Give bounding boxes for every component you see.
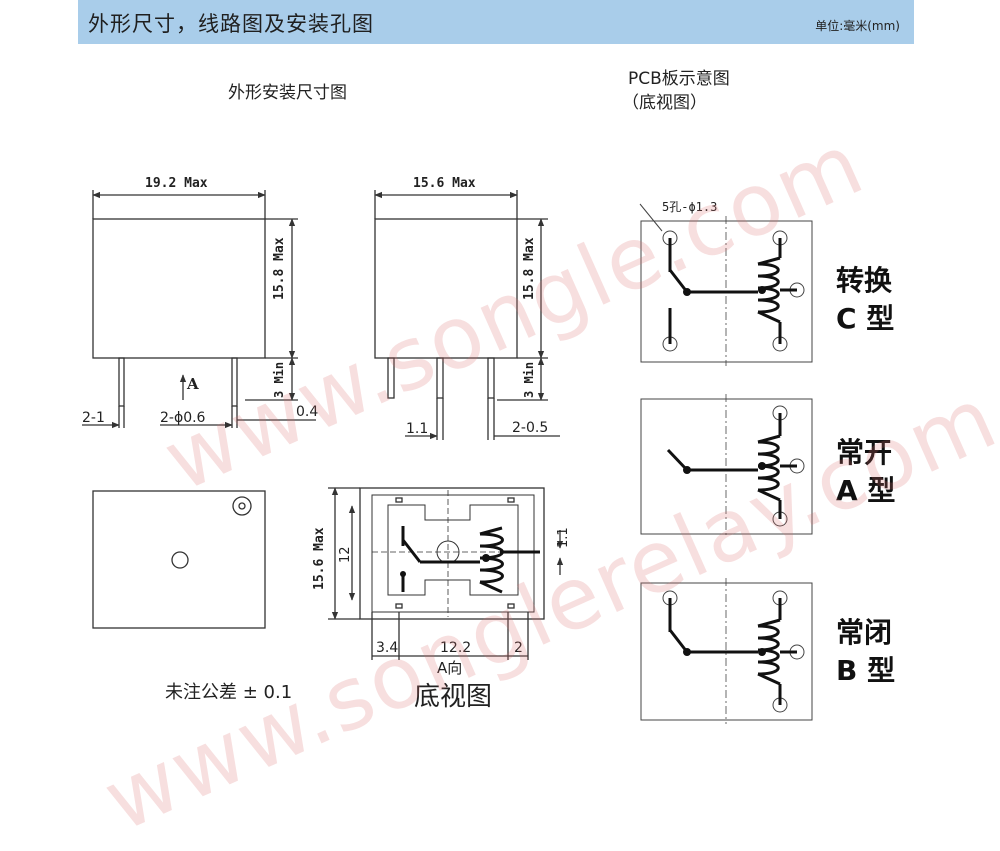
front-arrow-label: A bbox=[187, 375, 199, 393]
left-section-title: 外形安装尺寸图 bbox=[228, 83, 347, 103]
type-a-line1: 常开 bbox=[836, 436, 893, 469]
type-b-line2: B 型 bbox=[836, 654, 896, 687]
front-pin-right bbox=[231, 357, 238, 407]
front-pin-left bbox=[118, 357, 125, 407]
tolerance-label: 未注公差 ± 0.1 bbox=[165, 682, 293, 703]
side-pin-2 bbox=[436, 357, 444, 399]
top-view-body bbox=[92, 490, 266, 629]
side-width-label: 15.6 Max bbox=[413, 176, 476, 191]
side-pin-3 bbox=[487, 357, 495, 399]
type-c-label: 转换 C 型 bbox=[836, 262, 894, 338]
type-b-label: 常闭 B 型 bbox=[836, 614, 895, 690]
side-pin-1 bbox=[387, 357, 395, 399]
type-a-label: 常开 A 型 bbox=[836, 434, 895, 510]
bottom-height-label: 15.6 Max bbox=[312, 527, 327, 590]
front-pitch-label: 2-1 bbox=[82, 410, 105, 426]
type-b-line1: 常闭 bbox=[836, 616, 893, 649]
bottom-mid-label: 12.2 bbox=[440, 640, 472, 656]
side-view-body bbox=[374, 218, 518, 359]
bottom-view-outer bbox=[359, 487, 545, 620]
pcb-panels bbox=[639, 203, 813, 724]
right-section-title: PCB板示意图 bbox=[628, 69, 730, 89]
type-c-line2: C 型 bbox=[836, 302, 895, 335]
unit-label: 单位:毫米(mm) bbox=[815, 19, 900, 33]
header-title: 外形尺寸，线路图及安装孔图 bbox=[88, 12, 374, 36]
side-pin-a-label: 1.1 bbox=[406, 421, 429, 437]
bottom-inner-label: 12 bbox=[338, 546, 353, 563]
front-view-body bbox=[92, 218, 266, 359]
bottom-left-label: 3.4 bbox=[376, 640, 399, 656]
front-height-label: 15.8 Max bbox=[272, 237, 287, 300]
header-bar: 外形尺寸，线路图及安装孔图 单位:毫米(mm) bbox=[78, 0, 914, 44]
dimension-drawing bbox=[82, 190, 813, 724]
side-pin-b-label: 2-0.5 bbox=[512, 420, 549, 436]
front-dia-label: 2-ϕ0.6 bbox=[160, 410, 206, 426]
front-offset-label: 0.4 bbox=[296, 404, 319, 420]
front-width-label: 19.2 Max bbox=[145, 176, 208, 191]
side-pin-label: 3 Min bbox=[522, 361, 536, 398]
bottom-gap-label: 1.1 bbox=[556, 527, 571, 548]
view-direction-label: A向 bbox=[437, 659, 463, 677]
type-a-line2: A 型 bbox=[836, 474, 896, 507]
right-section-subtitle: （底视图） bbox=[622, 93, 707, 113]
view-title-label: 底视图 bbox=[414, 682, 493, 712]
bottom-right-label: 2 bbox=[514, 640, 523, 656]
type-c-line1: 转换 bbox=[836, 264, 893, 297]
hole-note-label: 5孔-ϕ1.3 bbox=[662, 200, 718, 214]
